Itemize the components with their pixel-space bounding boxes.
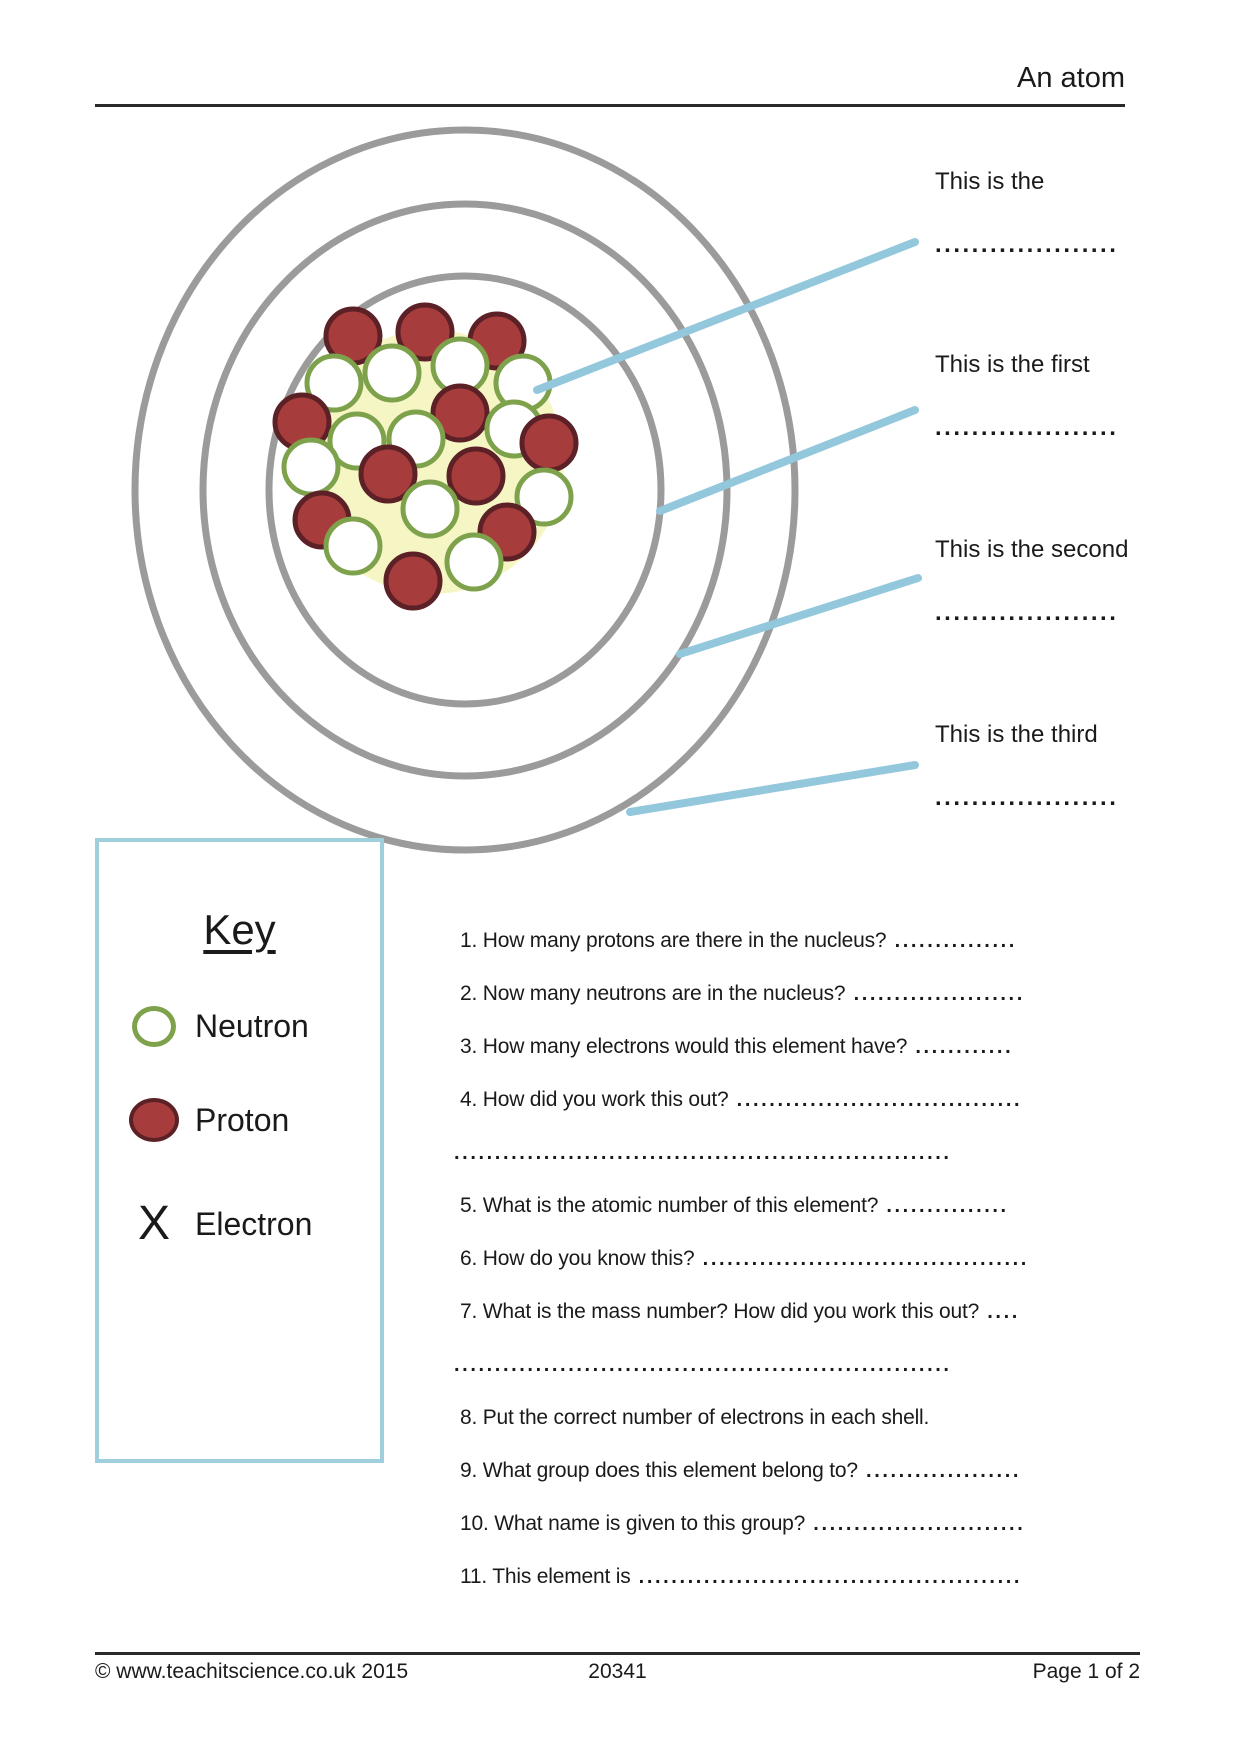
- neutron-particle: [362, 343, 422, 403]
- proton-particle: [446, 446, 506, 506]
- neutron-icon: [129, 1005, 179, 1047]
- electron-shell-3: [131, 126, 799, 854]
- question-row: 1. How many protons are there in the nuc…: [460, 929, 1045, 982]
- questions-list: 1. How many protons are there in the nuc…: [454, 929, 1045, 1618]
- footer-document-id: 20341: [588, 1660, 647, 1683]
- question-row: 3. How many electrons would this element…: [460, 1035, 1045, 1088]
- question-text: 11. This element is: [460, 1565, 631, 1588]
- neutron-particle: [400, 479, 460, 539]
- answer-dots: ........................................…: [454, 1142, 952, 1164]
- question-text: 8. Put the correct number of electrons i…: [460, 1406, 930, 1429]
- key-title: Key: [203, 906, 276, 953]
- question-text: 10. What name is given to this group?: [460, 1512, 806, 1535]
- question-text: 7. What is the mass number? How did you …: [460, 1300, 980, 1323]
- question-text: 4. How did you work this out?: [460, 1088, 729, 1111]
- answer-dots: ........................................…: [454, 1354, 952, 1376]
- proton-particle: [358, 444, 418, 504]
- footer-page-number: Page 1 of 2: [1032, 1660, 1140, 1683]
- label-nucleus: This is the ....................: [935, 168, 1195, 259]
- electron-icon: X: [137, 1197, 170, 1250]
- page-title: An atom: [1017, 62, 1125, 94]
- pointer-line-2: [656, 406, 919, 515]
- question-text: 6. How do you know this?: [460, 1247, 695, 1270]
- label-second-shell: This is the second ....................: [935, 536, 1195, 627]
- neutron-particle: [281, 437, 341, 497]
- pointer-line-1: [533, 238, 919, 394]
- neutron-particle: [323, 516, 383, 576]
- question-row: 5. What is the atomic number of this ele…: [460, 1194, 1045, 1247]
- answer-dots: ....: [979, 1301, 1020, 1323]
- electron-shell-2: [199, 200, 731, 780]
- answer-dots: ........................................…: [630, 1566, 1023, 1588]
- neutron-particle: [514, 467, 574, 527]
- answer-dots: ....................: [935, 414, 1119, 441]
- answer-dots: ..........................: [805, 1513, 1026, 1535]
- pointer-line-3: [676, 574, 922, 658]
- key-box: Key Neutron Proton X Electron: [95, 838, 384, 1463]
- question-row: 6. How do you know this? ...............…: [460, 1247, 1045, 1300]
- answer-dots: .....................: [845, 983, 1025, 1005]
- question-row: 2. Now many neutrons are in the nucleus?…: [460, 982, 1045, 1035]
- proton-particle: [383, 551, 443, 611]
- question-row: 4. How did you work this out? ..........…: [460, 1088, 1045, 1141]
- question-text: 5. What is the atomic number of this ele…: [460, 1194, 879, 1217]
- question-row: 7. What is the mass number? How did you …: [460, 1300, 1045, 1353]
- label-text: This is the second: [935, 536, 1129, 563]
- answer-dots: ....................: [935, 231, 1119, 258]
- label-third-shell: This is the third ....................: [935, 721, 1195, 812]
- answer-dots: ....................: [935, 599, 1119, 626]
- answer-dots: ........................................: [694, 1248, 1029, 1270]
- proton-particle: [519, 413, 579, 473]
- question-text: 3. How many electrons would this element…: [460, 1035, 908, 1058]
- header-rule: [95, 104, 1125, 107]
- pointer-line-4: [626, 761, 919, 816]
- question-text: 1. How many protons are there in the nuc…: [460, 929, 887, 952]
- key-item-label: Electron: [195, 1205, 313, 1242]
- label-text: This is the first: [935, 351, 1090, 378]
- answer-dots: ...............: [886, 930, 1017, 952]
- answer-dots: ............: [907, 1036, 1014, 1058]
- proton-icon: [129, 1098, 179, 1142]
- key-item-proton: Proton: [129, 1094, 289, 1146]
- key-item-neutron: Neutron: [129, 1000, 309, 1052]
- question-row: 11. This element is ....................…: [460, 1565, 1045, 1618]
- neutron-particle: [304, 353, 364, 413]
- label-text: This is the: [935, 168, 1045, 195]
- question-text: 2. Now many neutrons are in the nucleus?: [460, 982, 846, 1005]
- neutron-particle: [444, 532, 504, 592]
- answer-dots: ...................................: [728, 1089, 1023, 1111]
- answer-dots: ....................: [935, 784, 1119, 811]
- key-item-label: Neutron: [195, 1007, 309, 1044]
- key-item-electron: X Electron: [129, 1198, 312, 1250]
- answer-dots: ...................: [857, 1460, 1022, 1482]
- proton-particle: [395, 302, 455, 362]
- footer-rule: [95, 1652, 1140, 1655]
- question-text: 9. What group does this element belong t…: [460, 1459, 858, 1482]
- question-row: 8. Put the correct number of electrons i…: [460, 1406, 1045, 1459]
- label-text: This is the third: [935, 721, 1098, 748]
- answer-dots-row: ........................................…: [454, 1141, 1045, 1194]
- answer-dots-row: ........................................…: [454, 1353, 1045, 1406]
- label-first-shell: This is the first ....................: [935, 351, 1195, 442]
- answer-dots: ...............: [878, 1195, 1009, 1217]
- question-row: 9. What group does this element belong t…: [460, 1459, 1045, 1512]
- question-row: 10. What name is given to this group? ..…: [460, 1512, 1045, 1565]
- electron-shell-1: [265, 272, 665, 708]
- key-item-label: Proton: [195, 1101, 290, 1138]
- footer-copyright: © www.teachitscience.co.uk 2015: [95, 1660, 409, 1683]
- proton-particle: [430, 383, 490, 443]
